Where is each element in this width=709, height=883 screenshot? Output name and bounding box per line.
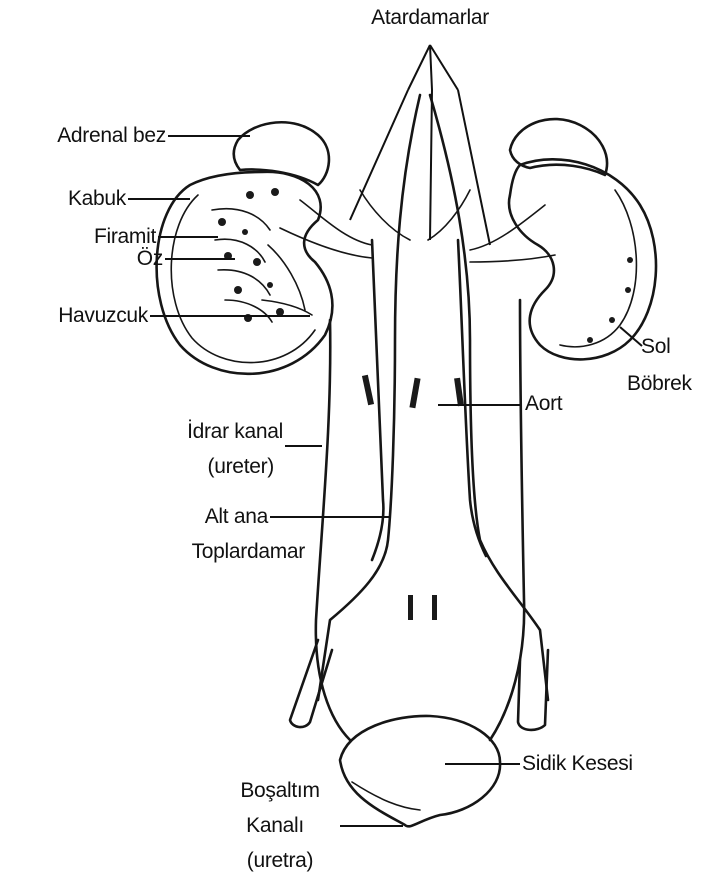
label-aorta: Aort <box>525 392 562 416</box>
label-adrenal-gland: Adrenal bez <box>0 124 166 148</box>
kidney-left-drawing <box>157 172 333 374</box>
label-urethra-line3: (uretra) <box>210 849 350 873</box>
label-vena-cava-line2: Toplardamar <box>0 540 305 564</box>
ureter-left-drawing <box>316 320 350 740</box>
label-urethra-line2: Kanalı <box>210 814 340 838</box>
label-bladder: Sidik Kesesi <box>522 752 633 776</box>
great-vessels-drawing <box>280 95 555 700</box>
label-left-kidney-line2: Böbrek <box>627 372 692 396</box>
label-arteries: Atardamarlar <box>335 6 525 30</box>
label-pyramid: Firamit <box>0 225 156 249</box>
label-vena-cava-line1: Alt ana <box>0 505 268 529</box>
label-cortex: Kabuk <box>0 187 126 211</box>
label-pelvis: Havuzcuk <box>0 304 148 328</box>
adrenal-left-drawing <box>234 122 329 185</box>
label-medulla: Öz <box>0 247 163 271</box>
label-ureter-line1: İdrar kanal <box>0 420 283 444</box>
label-urethra-line1: Boşaltım <box>210 779 350 803</box>
label-left-kidney-line1: Sol <box>641 335 670 359</box>
label-ureter-line2: (ureter) <box>0 455 274 479</box>
